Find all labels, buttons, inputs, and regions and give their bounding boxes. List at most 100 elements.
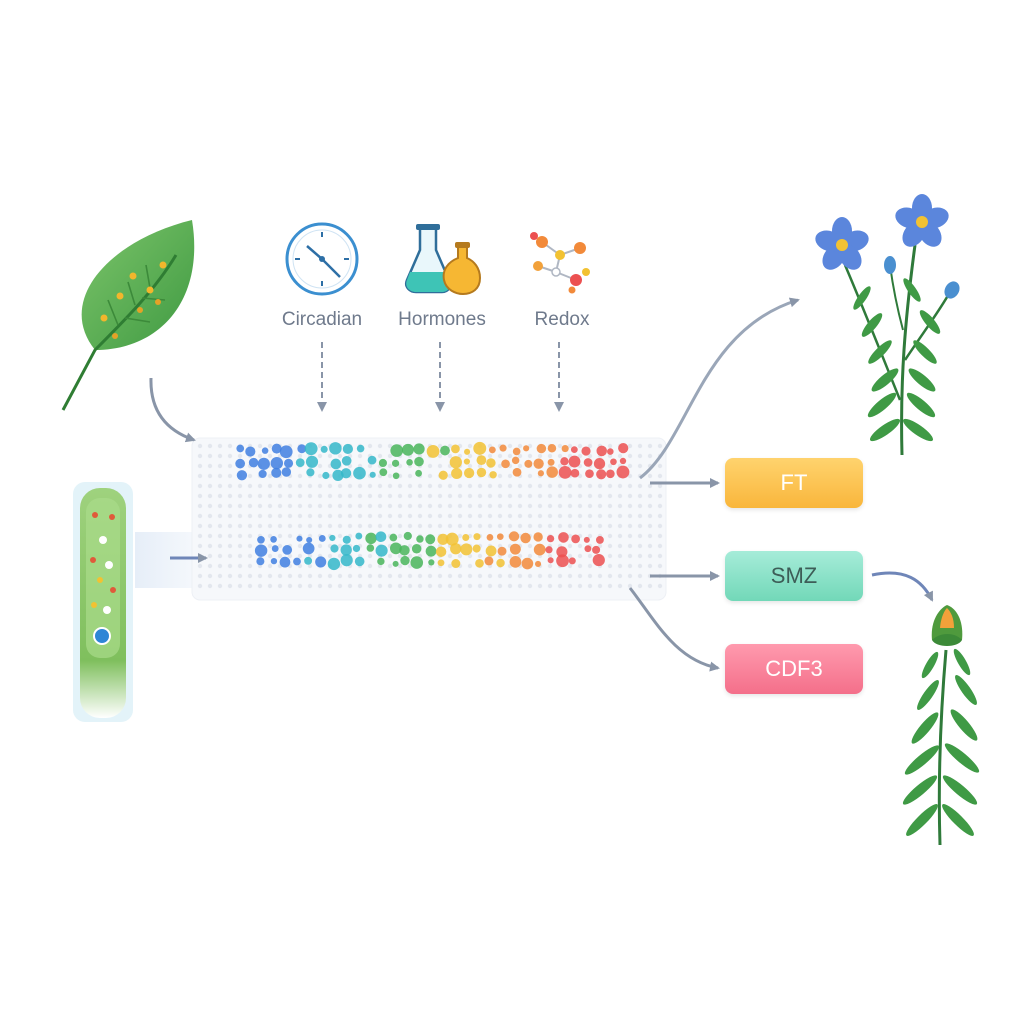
matrix-grid-dot <box>537 493 543 499</box>
matrix-grid-dot <box>217 493 223 499</box>
matrix-grid-dot <box>317 543 323 549</box>
matrix-grid-dot <box>267 523 273 529</box>
matrix-grid-dot <box>197 503 203 509</box>
matrix-grid-dot <box>227 553 233 559</box>
matrix-grid-dot <box>557 583 563 589</box>
matrix-grid-dot <box>537 483 543 489</box>
matrix-grid-dot <box>267 453 273 459</box>
matrix-grid-dot <box>217 443 223 449</box>
matrix-grid-dot <box>607 503 613 509</box>
expression-dot <box>533 532 543 542</box>
matrix-grid-dot <box>297 503 303 509</box>
gene-cdf3-label: CDF3 <box>765 656 823 681</box>
matrix-grid-dot <box>647 543 653 549</box>
expression-dot <box>501 459 510 469</box>
matrix-grid-dot <box>637 503 643 509</box>
matrix-grid-dot <box>307 513 313 519</box>
matrix-grid-dot <box>487 453 493 459</box>
expression-dot <box>462 533 470 542</box>
matrix-grid-dot <box>267 473 273 479</box>
signal-label-hormones: Hormones <box>398 309 486 330</box>
matrix-grid-dot <box>637 493 643 499</box>
expression-dot <box>413 443 425 455</box>
matrix-grid-dot <box>567 513 573 519</box>
matrix-grid-dot <box>427 573 433 579</box>
matrix-grid-dot <box>547 573 553 579</box>
flowering-plant-icon <box>815 194 960 456</box>
expression-dot <box>318 535 326 542</box>
matrix-grid-dot <box>617 493 623 499</box>
signal-label-redox: Redox <box>534 309 590 330</box>
expression-dot <box>365 532 377 545</box>
matrix-grid-dot <box>417 503 423 509</box>
matrix-grid-dot <box>327 583 333 589</box>
matrix-grid-dot <box>567 523 573 529</box>
matrix-grid-dot <box>557 463 563 469</box>
matrix-grid-dot <box>647 533 653 539</box>
matrix-grid-dot <box>197 563 203 569</box>
matrix-grid-dot <box>587 503 593 509</box>
expression-dot <box>485 545 497 557</box>
matrix-grid-dot <box>657 473 663 479</box>
expression-dot <box>512 447 521 456</box>
matrix-grid-dot <box>307 493 313 499</box>
matrix-grid-dot <box>627 473 633 479</box>
matrix-grid-dot <box>247 583 253 589</box>
matrix-grid-dot <box>197 443 203 449</box>
expression-dot <box>511 456 520 465</box>
matrix-grid-dot <box>207 543 213 549</box>
matrix-grid-dot <box>477 523 483 529</box>
expression-dot <box>329 534 336 542</box>
matrix-grid-dot <box>227 543 233 549</box>
matrix-grid-dot <box>397 573 403 579</box>
matrix-grid-dot <box>207 563 213 569</box>
matrix-grid-dot <box>427 473 433 479</box>
matrix-grid-dot <box>577 513 583 519</box>
matrix-grid-dot <box>197 483 203 489</box>
matrix-grid-dot <box>247 543 253 549</box>
matrix-grid-dot <box>577 573 583 579</box>
matrix-grid-dot <box>217 533 223 539</box>
matrix-grid-dot <box>217 513 223 519</box>
matrix-grid-dot <box>297 523 303 529</box>
matrix-grid-dot <box>357 483 363 489</box>
matrix-grid-dot <box>357 453 363 459</box>
matrix-grid-dot <box>477 553 483 559</box>
matrix-grid-dot <box>297 583 303 589</box>
matrix-grid-dot <box>207 453 213 459</box>
expression-dot <box>593 458 606 470</box>
matrix-grid-dot <box>287 573 293 579</box>
matrix-grid-dot <box>387 513 393 519</box>
matrix-grid-dot <box>377 503 383 509</box>
matrix-grid-dot <box>507 523 513 529</box>
expression-dot <box>596 469 607 480</box>
matrix-grid-dot <box>197 473 203 479</box>
expression-dot <box>410 556 424 569</box>
matrix-grid-dot <box>657 483 663 489</box>
matrix-grid-dot <box>617 483 623 489</box>
expression-dot <box>354 556 365 567</box>
matrix-grid-dot <box>467 523 473 529</box>
matrix-grid-dot <box>317 473 323 479</box>
matrix-grid-dot <box>487 503 493 509</box>
matrix-grid-dot <box>357 493 363 499</box>
matrix-grid-dot <box>607 543 613 549</box>
matrix-grid-dot <box>407 553 413 559</box>
matrix-grid-dot <box>477 573 483 579</box>
matrix-grid-dot <box>397 523 403 529</box>
expression-dot <box>236 444 245 453</box>
matrix-grid-dot <box>387 563 393 569</box>
matrix-grid-dot <box>517 573 523 579</box>
expression-dot <box>561 444 569 453</box>
matrix-grid-dot <box>237 563 243 569</box>
matrix-grid-dot <box>207 443 213 449</box>
expression-dot <box>435 546 447 557</box>
matrix-grid-dot <box>387 473 393 479</box>
matrix-grid-dot <box>557 443 563 449</box>
expression-dot <box>389 533 398 542</box>
matrix-grid-dot <box>607 453 613 459</box>
matrix-grid-dot <box>367 553 373 559</box>
matrix-grid-dot <box>337 573 343 579</box>
matrix-grid-dot <box>607 493 613 499</box>
expression-dot <box>472 544 481 553</box>
